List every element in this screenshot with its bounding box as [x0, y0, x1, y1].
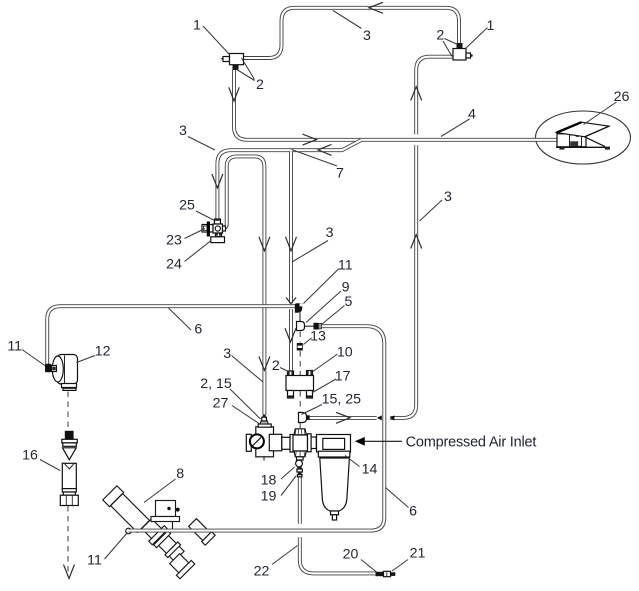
svg-text:11: 11 [7, 338, 22, 354]
svg-text:3: 3 [444, 189, 452, 205]
svg-text:2: 2 [436, 27, 444, 43]
svg-text:2: 2 [272, 358, 280, 374]
svg-text:15, 25: 15, 25 [322, 392, 362, 408]
svg-text:8: 8 [176, 466, 184, 482]
svg-text:3: 3 [363, 28, 371, 44]
svg-text:12: 12 [95, 343, 111, 359]
svg-text:1: 1 [193, 18, 201, 34]
svg-text:20: 20 [343, 547, 359, 563]
svg-text:26: 26 [614, 89, 630, 105]
svg-text:27: 27 [213, 396, 229, 412]
svg-text:9: 9 [342, 280, 350, 296]
svg-text:4: 4 [468, 107, 476, 123]
svg-text:19: 19 [261, 489, 277, 505]
svg-text:Compressed Air Inlet: Compressed Air Inlet [406, 434, 537, 450]
svg-text:21: 21 [410, 546, 426, 562]
svg-text:11: 11 [338, 258, 353, 274]
svg-text:24: 24 [166, 257, 182, 273]
svg-text:7: 7 [336, 166, 344, 182]
svg-text:3: 3 [179, 123, 187, 139]
svg-text:17: 17 [335, 369, 351, 385]
svg-text:23: 23 [166, 233, 182, 249]
svg-text:6: 6 [194, 322, 202, 338]
svg-text:18: 18 [261, 472, 277, 488]
svg-text:6: 6 [409, 503, 417, 519]
svg-text:25: 25 [179, 198, 195, 214]
svg-text:10: 10 [337, 345, 353, 361]
svg-text:3: 3 [223, 346, 231, 362]
svg-text:2, 15: 2, 15 [200, 376, 232, 392]
svg-text:3: 3 [326, 225, 334, 241]
svg-text:14: 14 [362, 461, 378, 477]
svg-text:22: 22 [254, 564, 270, 580]
svg-text:11: 11 [87, 553, 102, 569]
svg-text:2: 2 [256, 77, 264, 93]
svg-text:13: 13 [310, 329, 326, 345]
svg-text:1: 1 [487, 18, 495, 34]
svg-text:5: 5 [344, 294, 352, 310]
svg-text:16: 16 [22, 448, 38, 464]
